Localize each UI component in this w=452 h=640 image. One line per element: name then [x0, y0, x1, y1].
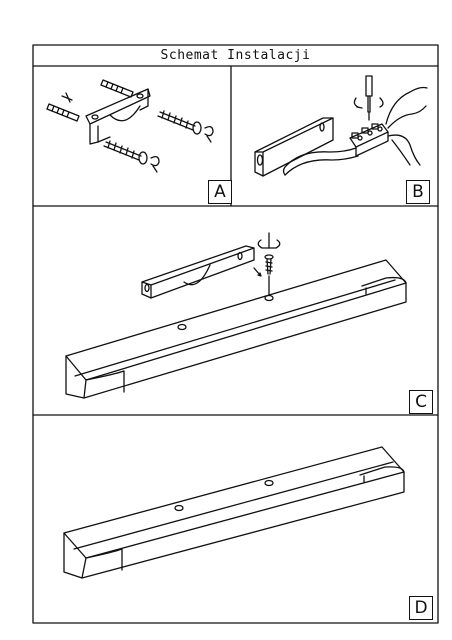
screw-right — [157, 110, 214, 143]
panel-d-drawing — [63, 446, 405, 579]
terminal-block — [349, 123, 389, 157]
wall-bracket — [254, 117, 334, 177]
panel-label-a: A — [208, 180, 232, 204]
frame — [32, 44, 439, 624]
panel-c-drawing — [65, 232, 407, 399]
screwdriver — [353, 75, 384, 121]
panel-a-drawing — [46, 79, 214, 173]
bracket — [141, 245, 255, 299]
page-title: Schemat Instalacji — [160, 48, 311, 63]
wires — [385, 86, 428, 166]
panel-label-c: C — [409, 390, 433, 414]
power-cable — [282, 147, 359, 176]
panel-label-b: B — [406, 180, 430, 204]
light-bar — [63, 446, 405, 579]
wall-plug-top — [100, 79, 134, 98]
screw-left — [103, 140, 160, 173]
panel-b-drawing — [254, 75, 428, 177]
light-bar — [65, 259, 407, 399]
panel-label-d: D — [409, 596, 433, 620]
mounting-bracket — [85, 88, 151, 145]
wall-plug-left — [46, 103, 80, 122]
screw — [253, 232, 281, 295]
